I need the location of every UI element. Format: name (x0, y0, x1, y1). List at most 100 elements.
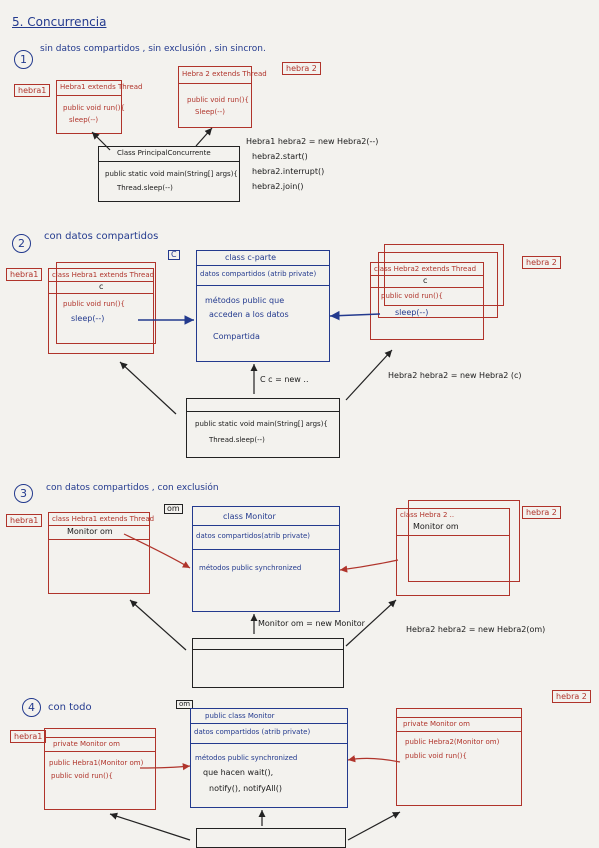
s2-new-c: C c = new .. (260, 375, 309, 384)
s1-code-line-4: hebra2.join() (252, 182, 304, 191)
s2-hebra2-method: public void run(){ (381, 292, 443, 300)
s4-hebra1-tag: hebra1 (10, 730, 47, 743)
s2-hebra2-field: c (423, 276, 428, 285)
section-3-number: 3 (14, 484, 33, 503)
s1-main-divider (99, 161, 239, 162)
s3-arrow-hebra2-to-center (339, 559, 399, 573)
s4-center-data: datos compartidos (atrib private) (194, 728, 311, 736)
s3-hebra1-field: Monitor om (67, 527, 113, 536)
s2-arrow-main-to-hebra2 (345, 349, 393, 401)
s3-om-tag: om (164, 504, 183, 514)
s3-center-divider-1 (193, 525, 339, 526)
s3-center-divider-2 (193, 549, 339, 550)
s3-code-line: Hebra2 hebra2 = new Hebra2(om) (406, 625, 546, 634)
s1-hebra1-class-name: Hebra1 extends Thread (60, 83, 143, 91)
s2-hebra1-class-box: class Hebra1 extends Thread c public voi… (48, 268, 154, 354)
s2-main-sleep: Thread.sleep(--) (209, 436, 265, 444)
s2-hebra1-tag: hebra1 (6, 268, 43, 281)
s3-center-methods: métodos public synchronized (199, 564, 302, 572)
s2-hebra2-shadow-2 (378, 252, 498, 318)
section-4-heading: con todo (48, 702, 92, 713)
s1-arrow-to-hebra2 (195, 127, 213, 147)
s3-center-class-name: class Monitor (223, 512, 276, 521)
s2-center-class-box: class c-parte datos compartidos (atrib p… (196, 250, 330, 362)
s1-arrow-to-hebra1 (91, 131, 111, 151)
s1-hebra1-method: public void run(){ (63, 104, 125, 112)
s2-center-divider-2 (197, 285, 329, 286)
s3-new-monitor: Monitor om = new Monitor (258, 619, 365, 628)
s2-hebra1-shadow (56, 262, 156, 344)
s2-arrow-main-to-hebra1 (119, 361, 177, 415)
s1-code-line-1: Hebra1 hebra2 = new Hebra2(--) (246, 137, 379, 146)
s2-main-divider (187, 411, 339, 412)
s4-hebra2-divider-2 (397, 731, 521, 732)
s3-main-divider (193, 649, 343, 650)
s2-arrow-hebra2-to-center (329, 310, 381, 321)
s4-arrow-hebra2-to-center (347, 755, 401, 763)
s3-center-data: datos compartidos(atrib private) (196, 532, 310, 540)
s2-center-data: datos compartidos (atrib private) (200, 270, 317, 278)
s4-hebra2-field: private Monitor om (403, 720, 470, 728)
s4-arrow-main-to-hebra2 (347, 811, 401, 841)
s4-center-methods: métodos public synchronized (195, 754, 298, 762)
s3-hebra1-tag: hebra1 (6, 514, 43, 527)
s2-hebra2-divider-1 (371, 275, 483, 276)
s3-hebra2-divider (397, 535, 509, 536)
s1-hebra2-class-name: Hebra 2 extends Thread (182, 70, 267, 78)
s3-hebra2-class-box: class Hebra 2 .. Monitor om (396, 508, 510, 596)
s4-hebra2-method: public void run(){ (405, 752, 467, 760)
s4-center-class-box: public class Monitor datos compartidos (… (190, 708, 348, 808)
s2-hebra1-class-name: class Hebra1 extends Thread (52, 271, 155, 279)
section-1-number: 1 (14, 50, 33, 69)
s2-hebra2-class-box: class Hebra2 extends Thread c public voi… (370, 262, 484, 340)
s1-main-sleep: Thread.sleep(--) (117, 184, 173, 192)
s3-arrow-main-to-hebra2 (345, 599, 397, 647)
s2-center-methods: métodos public que (205, 296, 285, 305)
section-4-number: 4 (22, 698, 41, 717)
s2-hebra1-method: public void run(){ (63, 300, 125, 308)
s3-arrow-hebra1-to-center (123, 533, 191, 569)
s4-hebra1-ctor: public Hebra1(Monitor om) (49, 759, 144, 767)
s3-hebra2-tag: hebra 2 (522, 506, 561, 519)
section-2-heading: con datos compartidos (44, 231, 159, 242)
s1-hebra1-sleep: sleep(--) (69, 116, 99, 124)
s4-center-divider-1 (191, 723, 347, 724)
s1-hebra2-tag: hebra 2 (282, 62, 321, 75)
s1-code-line-2: hebra2.start() (252, 152, 308, 161)
s2-main-class-box: public static void main(String[] args){ … (186, 398, 340, 458)
s4-center-class-name: public class Monitor (205, 712, 275, 720)
s2-hebra2-divider-2 (371, 287, 483, 288)
s2-hebra2-class-name: class Hebra2 extends Thread (374, 265, 477, 273)
s1-hebra2-method: public void run(){ (187, 96, 249, 104)
section-3-heading: con datos compartidos , con exclusión (46, 483, 219, 493)
s1-code-line-3: hebra2.interrupt() (252, 167, 325, 176)
s4-center-calls: que hacen wait(), (203, 768, 274, 777)
s4-hebra1-class-box: private Monitor om public Hebra1(Monitor… (44, 728, 156, 810)
s2-hebra2-sleep: sleep(--) (395, 308, 429, 317)
s3-hebra2-shadow (408, 500, 520, 582)
s2-center-divider-1 (197, 265, 329, 266)
s3-main-class-box (192, 638, 344, 688)
s2-center-ctor: Compartida (213, 332, 260, 341)
s4-om-tag: om (176, 700, 194, 709)
s3-hebra2-field: Monitor om (413, 522, 459, 531)
s1-main-class-box: Class PrincipalConcurrente public static… (98, 146, 240, 202)
s4-hebra2-class-box: private Monitor om public Hebra2(Monitor… (396, 708, 522, 806)
s1-hebra2-divider (179, 83, 251, 84)
s3-arrow-main-to-hebra1 (129, 599, 187, 651)
s2-center-class-name: class c-parte (225, 253, 277, 262)
s2-main-method: public static void main(String[] args){ (195, 420, 328, 428)
s2-c-tag: C (168, 250, 180, 260)
section-2-number: 2 (12, 234, 31, 253)
s3-hebra1-divider-2 (49, 539, 149, 540)
s4-hebra1-divider-2 (45, 751, 155, 752)
s1-hebra1-tag: hebra1 (14, 84, 51, 97)
s4-hebra1-method: public void run(){ (51, 772, 113, 780)
s3-center-class-box: class Monitor datos compartidos(atrib pr… (192, 506, 340, 612)
s4-hebra1-field: private Monitor om (53, 740, 120, 748)
s2-code-line: Hebra2 hebra2 = new Hebra2 (c) (388, 371, 522, 380)
s4-arrow-main-to-hebra1 (109, 812, 191, 841)
s2-hebra1-field: c (99, 282, 104, 291)
